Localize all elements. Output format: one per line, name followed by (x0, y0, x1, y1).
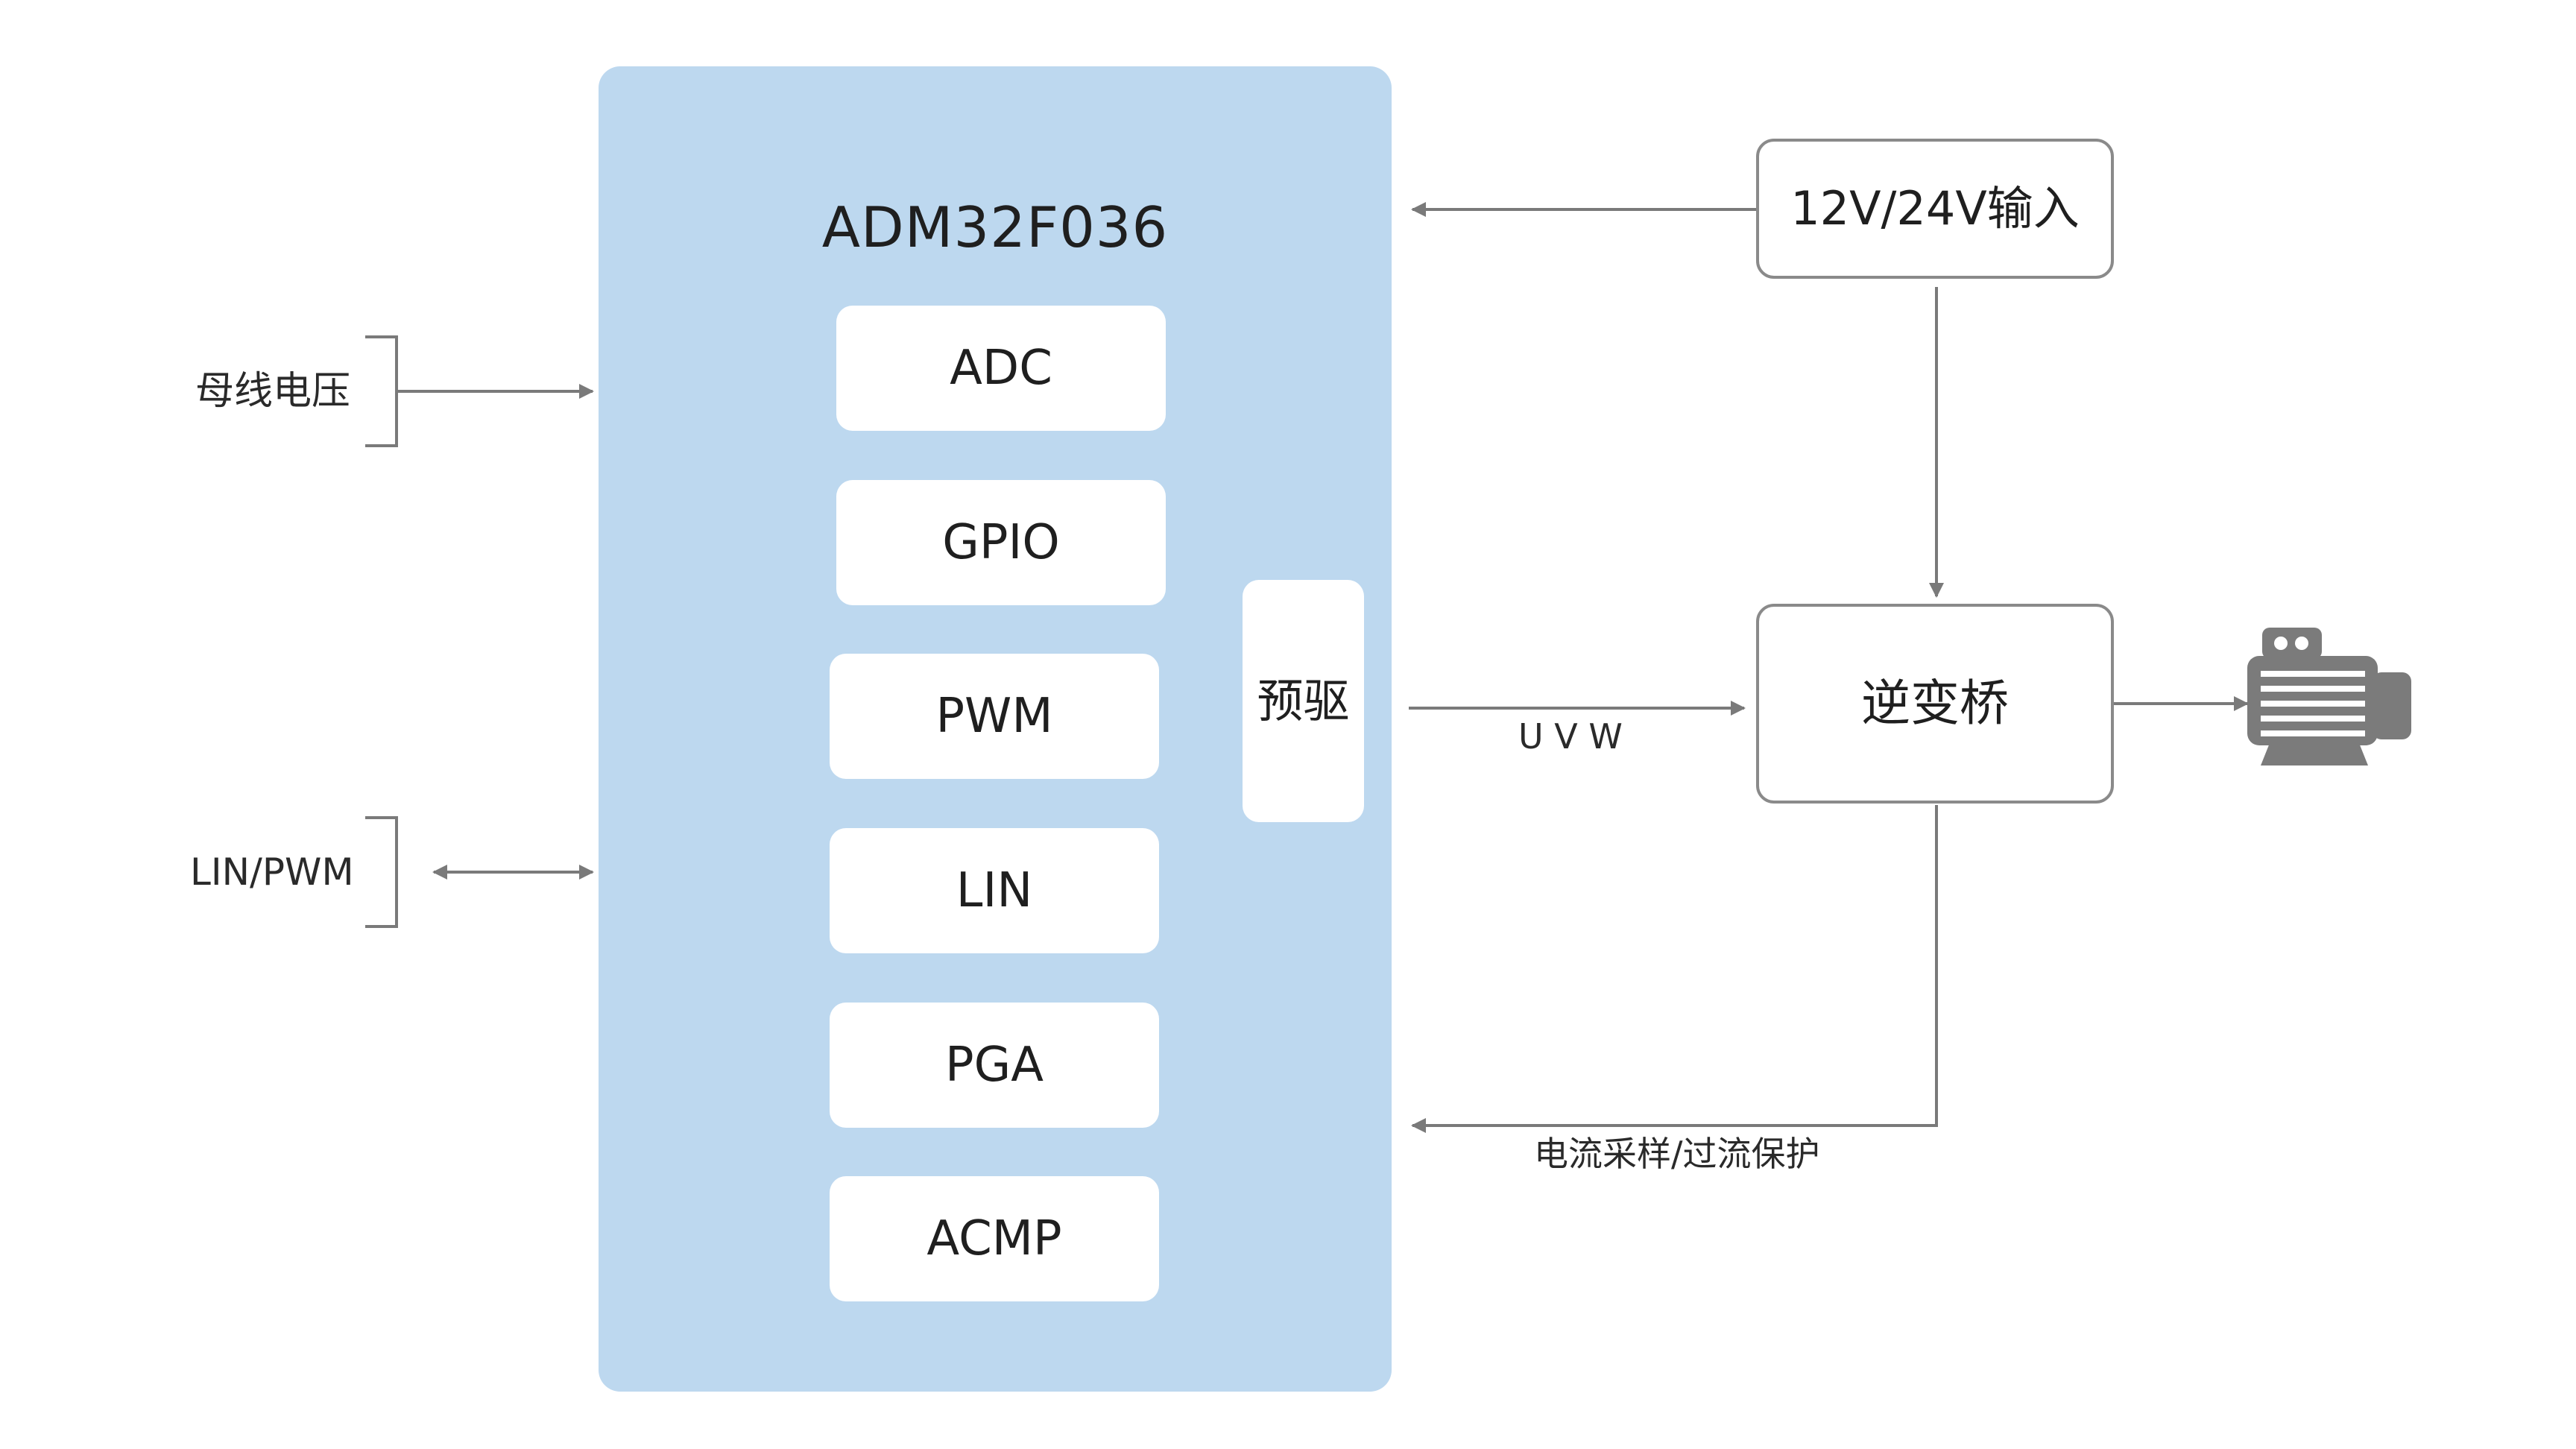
lin-pwm-label: LIN/PWM (190, 850, 354, 894)
motor-icon (2247, 628, 2411, 765)
module-pwm: PWM (830, 654, 1159, 779)
inverter-bridge-box: 逆变桥 (1756, 604, 2114, 804)
uvw-label: U V W (1518, 716, 1623, 757)
lin-pwm-bracket (365, 816, 398, 928)
power-input-box: 12V/24V输入 (1756, 139, 2114, 279)
module-gpio: GPIO (836, 480, 1166, 605)
module-adc: ADC (836, 306, 1166, 431)
inverter-bridge-label: 逆变桥 (1861, 675, 2009, 732)
module-pga: PGA (830, 1003, 1159, 1128)
module-acmp: ACMP (830, 1176, 1159, 1301)
chip-title: ADM32F036 (821, 195, 1169, 260)
module-lin: LIN (830, 828, 1159, 953)
predriver-block: 预驱 (1243, 580, 1364, 822)
bus-voltage-bracket (365, 335, 398, 447)
current-feedback-arrow (1411, 805, 1938, 1133)
bus-voltage-label: 母线电压 (195, 369, 351, 414)
power-input-label: 12V/24V输入 (1790, 181, 2080, 236)
current-sensing-label: 电流采样/过流保护 (1534, 1134, 1820, 1174)
